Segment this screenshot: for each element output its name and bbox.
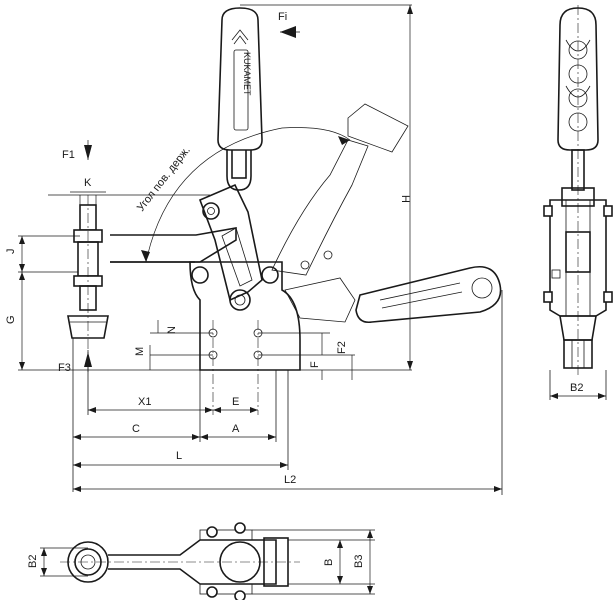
dim-b2-bottom: B2 [27,548,47,576]
bottom-bolt [206,526,218,538]
dim-n: N [150,320,213,334]
dim-f-label: F [309,361,321,368]
dim-h-label: H [399,195,411,203]
dim-k: K [70,177,106,205]
force-f3: F3 [58,352,92,374]
linkage-pin-top-inner [207,207,215,215]
pivot-pin-left [191,266,209,284]
dim-x1: X1 [87,350,213,415]
handle-brand-text: KUKAMET [242,52,252,96]
force-fi: Fi [278,11,300,38]
handle-stem [231,147,247,179]
dim-f: F [258,354,355,380]
dim-e: E [213,396,258,413]
spindle-pressure-tip [67,315,109,339]
force-f1: F1 [62,140,92,161]
dim-a-label: A [232,423,240,435]
horizontal-grip [355,266,502,324]
dim-j: J [5,236,25,272]
front-view: KUKAMET Угол пов. держ. Fi [5,4,503,495]
handle-vertical: KUKAMET [217,7,263,191]
force-f1-label: F1 [62,149,75,161]
handle-horizontal [284,266,502,324]
open-handle-block [347,103,409,153]
side-bolt [603,205,613,217]
side-bolt [603,291,613,303]
pivot-pin-right [261,266,279,284]
force-f1-arrow-icon [84,145,92,160]
dim-l2-label: L2 [284,474,296,486]
dim-x1-label: X1 [138,396,151,408]
handle-open-position [271,103,409,276]
side-view: B2 [543,5,613,400]
dim-b: B [323,540,343,584]
bottom-bolt [234,522,246,534]
dim-g: G [5,272,25,370]
spindle [67,195,109,350]
dim-f2-label: F2 [336,341,348,354]
dim-m: M [134,345,213,370]
dim-h: H [399,5,413,370]
dim-a: A [200,423,276,440]
handle-rotation-arc [145,127,351,263]
handle-grip [217,7,263,151]
dim-j-label: J [5,249,17,255]
dim-l-label: L [176,450,182,462]
dim-b2-side-label: B2 [570,382,583,394]
dim-m-label: M [134,347,146,356]
open-lever [271,139,369,276]
handle-neck [226,147,252,191]
rotation-angle-note: Угол пов. держ. [135,144,193,213]
dim-c-label: C [132,423,140,435]
dim-b3-label: B3 [353,555,365,568]
horizontal-grip-end-icon [471,277,493,299]
dim-f2: F2 [258,332,348,355]
dim-l: L [73,450,288,468]
dim-b3: B3 [353,530,373,594]
linkage-slot [221,227,253,287]
dim-l2: L2 [73,474,502,492]
dim-b-label: B [323,559,335,566]
horizontal-link [284,277,356,323]
dim-k-label: K [84,177,92,189]
side-bolt [543,291,553,303]
dim-b2-bottom-label: B2 [27,555,39,568]
force-f3-label: F3 [58,362,71,374]
dim-b2-side: B2 [550,382,606,399]
bottom-bolt [234,590,246,600]
side-bolt [543,205,553,217]
dim-g-label: G [5,315,17,324]
linkage-pin-top [202,202,220,220]
bottom-bolt [206,586,218,598]
bottom-view: B2 B B3 [27,522,375,600]
clamp-arm [110,227,237,263]
force-fi-label: Fi [278,11,287,23]
handle-logo-icon [231,29,249,45]
dim-n-label: N [166,326,178,334]
dim-c: C [73,423,200,440]
dim-e-label: E [232,396,239,408]
